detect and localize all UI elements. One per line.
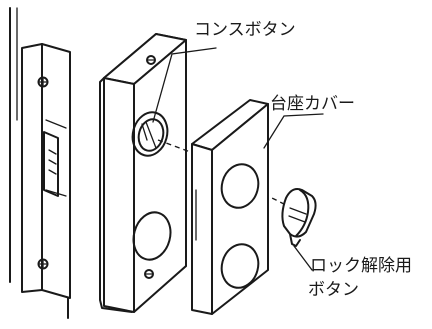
label-base-cover: 台座カバー (270, 94, 355, 114)
base-cover-plate (191, 99, 269, 315)
label-lock-release-line1: ロック解除用 (310, 256, 412, 276)
leader-lines (152, 47, 324, 271)
label-cons-button: コンスボタン (194, 20, 296, 40)
label-lock-release-line2: ボタン (308, 280, 359, 300)
middle-plate (99, 33, 187, 313)
strike-plate (21, 43, 71, 299)
lock-release-button-part (281, 188, 317, 247)
